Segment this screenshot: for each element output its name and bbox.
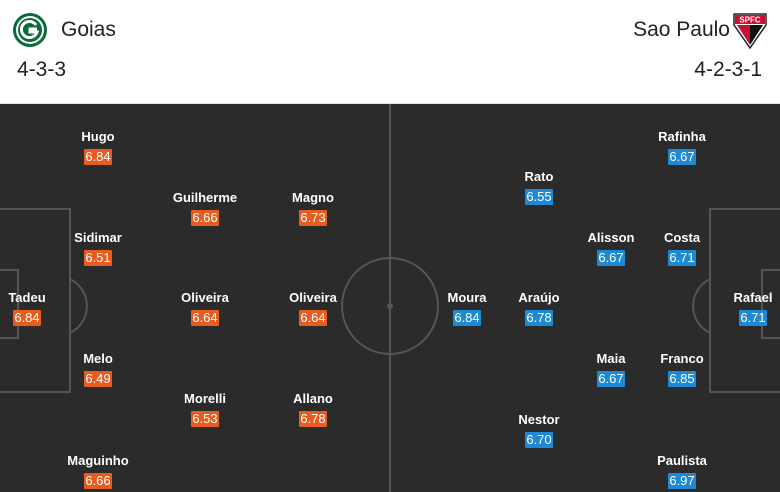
home-player-tadeu[interactable]: Tadeu 6.84 xyxy=(0,290,67,327)
player-rating: 6.84 xyxy=(453,310,481,326)
player-name: Araújo xyxy=(518,290,560,305)
player-name: Paulista xyxy=(657,453,707,468)
spfc-crest-icon: SPFC xyxy=(733,13,767,49)
home-player-morelli[interactable]: Morelli 6.53 xyxy=(165,391,245,428)
away-player-araujo[interactable]: Araújo 6.78 xyxy=(499,290,579,327)
pitch: Tadeu 6.84 Hugo 6.84 Sidimar 6.51 Melo 6… xyxy=(0,104,780,492)
away-player-franco[interactable]: Franco 6.85 xyxy=(642,351,722,388)
player-name: Maia xyxy=(596,351,626,366)
player-rating: 6.67 xyxy=(597,371,625,387)
player-rating: 6.78 xyxy=(299,411,327,427)
match-header: Goias 4-3-3 Sao Paulo 4-2-3-1 SPFC xyxy=(0,0,780,104)
player-name: Melo xyxy=(83,351,113,366)
player-name: Hugo xyxy=(81,129,115,144)
home-player-oliveira[interactable]: Oliveira 6.64 xyxy=(165,290,245,327)
home-player-magno[interactable]: Magno 6.73 xyxy=(273,190,353,227)
player-rating: 6.73 xyxy=(299,210,327,226)
home-team-name[interactable]: Goias xyxy=(61,18,116,41)
player-name: Oliveira xyxy=(289,290,337,305)
player-name: Tadeu xyxy=(8,290,46,305)
player-rating: 6.64 xyxy=(299,310,327,326)
player-rating: 6.49 xyxy=(84,371,112,387)
player-name: Magno xyxy=(292,190,334,205)
player-name: Moura xyxy=(447,290,487,305)
player-rating: 6.53 xyxy=(191,411,219,427)
player-rating: 6.51 xyxy=(84,250,112,266)
player-name: Rafinha xyxy=(658,129,706,144)
away-player-moura[interactable]: Moura 6.84 xyxy=(427,290,507,327)
spfc-crest-text: SPFC xyxy=(739,16,761,25)
player-rating: 6.55 xyxy=(525,189,553,205)
home-player-hugo[interactable]: Hugo 6.84 xyxy=(58,129,138,166)
player-rating: 6.78 xyxy=(525,310,553,326)
player-name: Costa xyxy=(663,230,701,245)
player-rating: 6.70 xyxy=(525,432,553,448)
player-name: Franco xyxy=(660,351,704,366)
player-rating: 6.84 xyxy=(13,310,41,326)
player-name: Allano xyxy=(293,391,333,406)
player-rating: 6.71 xyxy=(668,250,696,266)
home-player-melo[interactable]: Melo 6.49 xyxy=(58,351,138,388)
player-rating: 6.66 xyxy=(191,210,219,226)
player-name: Guilherme xyxy=(172,190,238,205)
away-team-name[interactable]: Sao Paulo xyxy=(633,18,730,41)
away-player-nestor[interactable]: Nestor 6.70 xyxy=(499,412,579,449)
home-player-guilherme[interactable]: Guilherme 6.66 xyxy=(165,190,245,227)
player-name: Rato xyxy=(524,169,554,184)
player-rating: 6.84 xyxy=(84,149,112,165)
away-player-rafael[interactable]: Rafael 6.71 xyxy=(713,290,780,327)
player-rating: 6.67 xyxy=(668,149,696,165)
away-player-maia[interactable]: Maia 6.67 xyxy=(571,351,651,388)
home-player-allano[interactable]: Allano 6.78 xyxy=(273,391,353,428)
away-player-rato[interactable]: Rato 6.55 xyxy=(499,169,579,206)
player-name: Alisson xyxy=(587,230,635,245)
away-player-rafinha[interactable]: Rafinha 6.67 xyxy=(642,129,722,166)
player-name: Oliveira xyxy=(181,290,229,305)
player-rating: 6.67 xyxy=(597,250,625,266)
pitch-lines xyxy=(0,104,780,492)
away-player-paulista[interactable]: Paulista 6.97 xyxy=(642,453,722,490)
home-player-oliveira-2[interactable]: Oliveira 6.64 xyxy=(273,290,353,327)
home-player-sidimar[interactable]: Sidimar 6.51 xyxy=(58,230,138,267)
player-name: Nestor xyxy=(518,412,560,427)
player-rating: 6.71 xyxy=(739,310,767,326)
player-rating: 6.85 xyxy=(668,371,696,387)
home-formation: 4-3-3 xyxy=(17,58,67,81)
player-name: Morelli xyxy=(184,391,226,406)
player-name: Maguinho xyxy=(67,453,129,468)
player-rating: 6.66 xyxy=(84,473,112,489)
player-name: Rafael xyxy=(733,290,773,305)
away-formation: 4-2-3-1 xyxy=(694,58,762,81)
player-rating: 6.97 xyxy=(668,473,696,489)
away-player-alisson[interactable]: Alisson 6.67 xyxy=(571,230,651,267)
goias-crest-icon xyxy=(13,13,47,47)
player-rating: 6.64 xyxy=(191,310,219,326)
home-player-maguinho[interactable]: Maguinho 6.66 xyxy=(58,453,138,490)
away-player-costa[interactable]: Costa 6.71 xyxy=(642,230,722,267)
player-name: Sidimar xyxy=(74,230,122,245)
